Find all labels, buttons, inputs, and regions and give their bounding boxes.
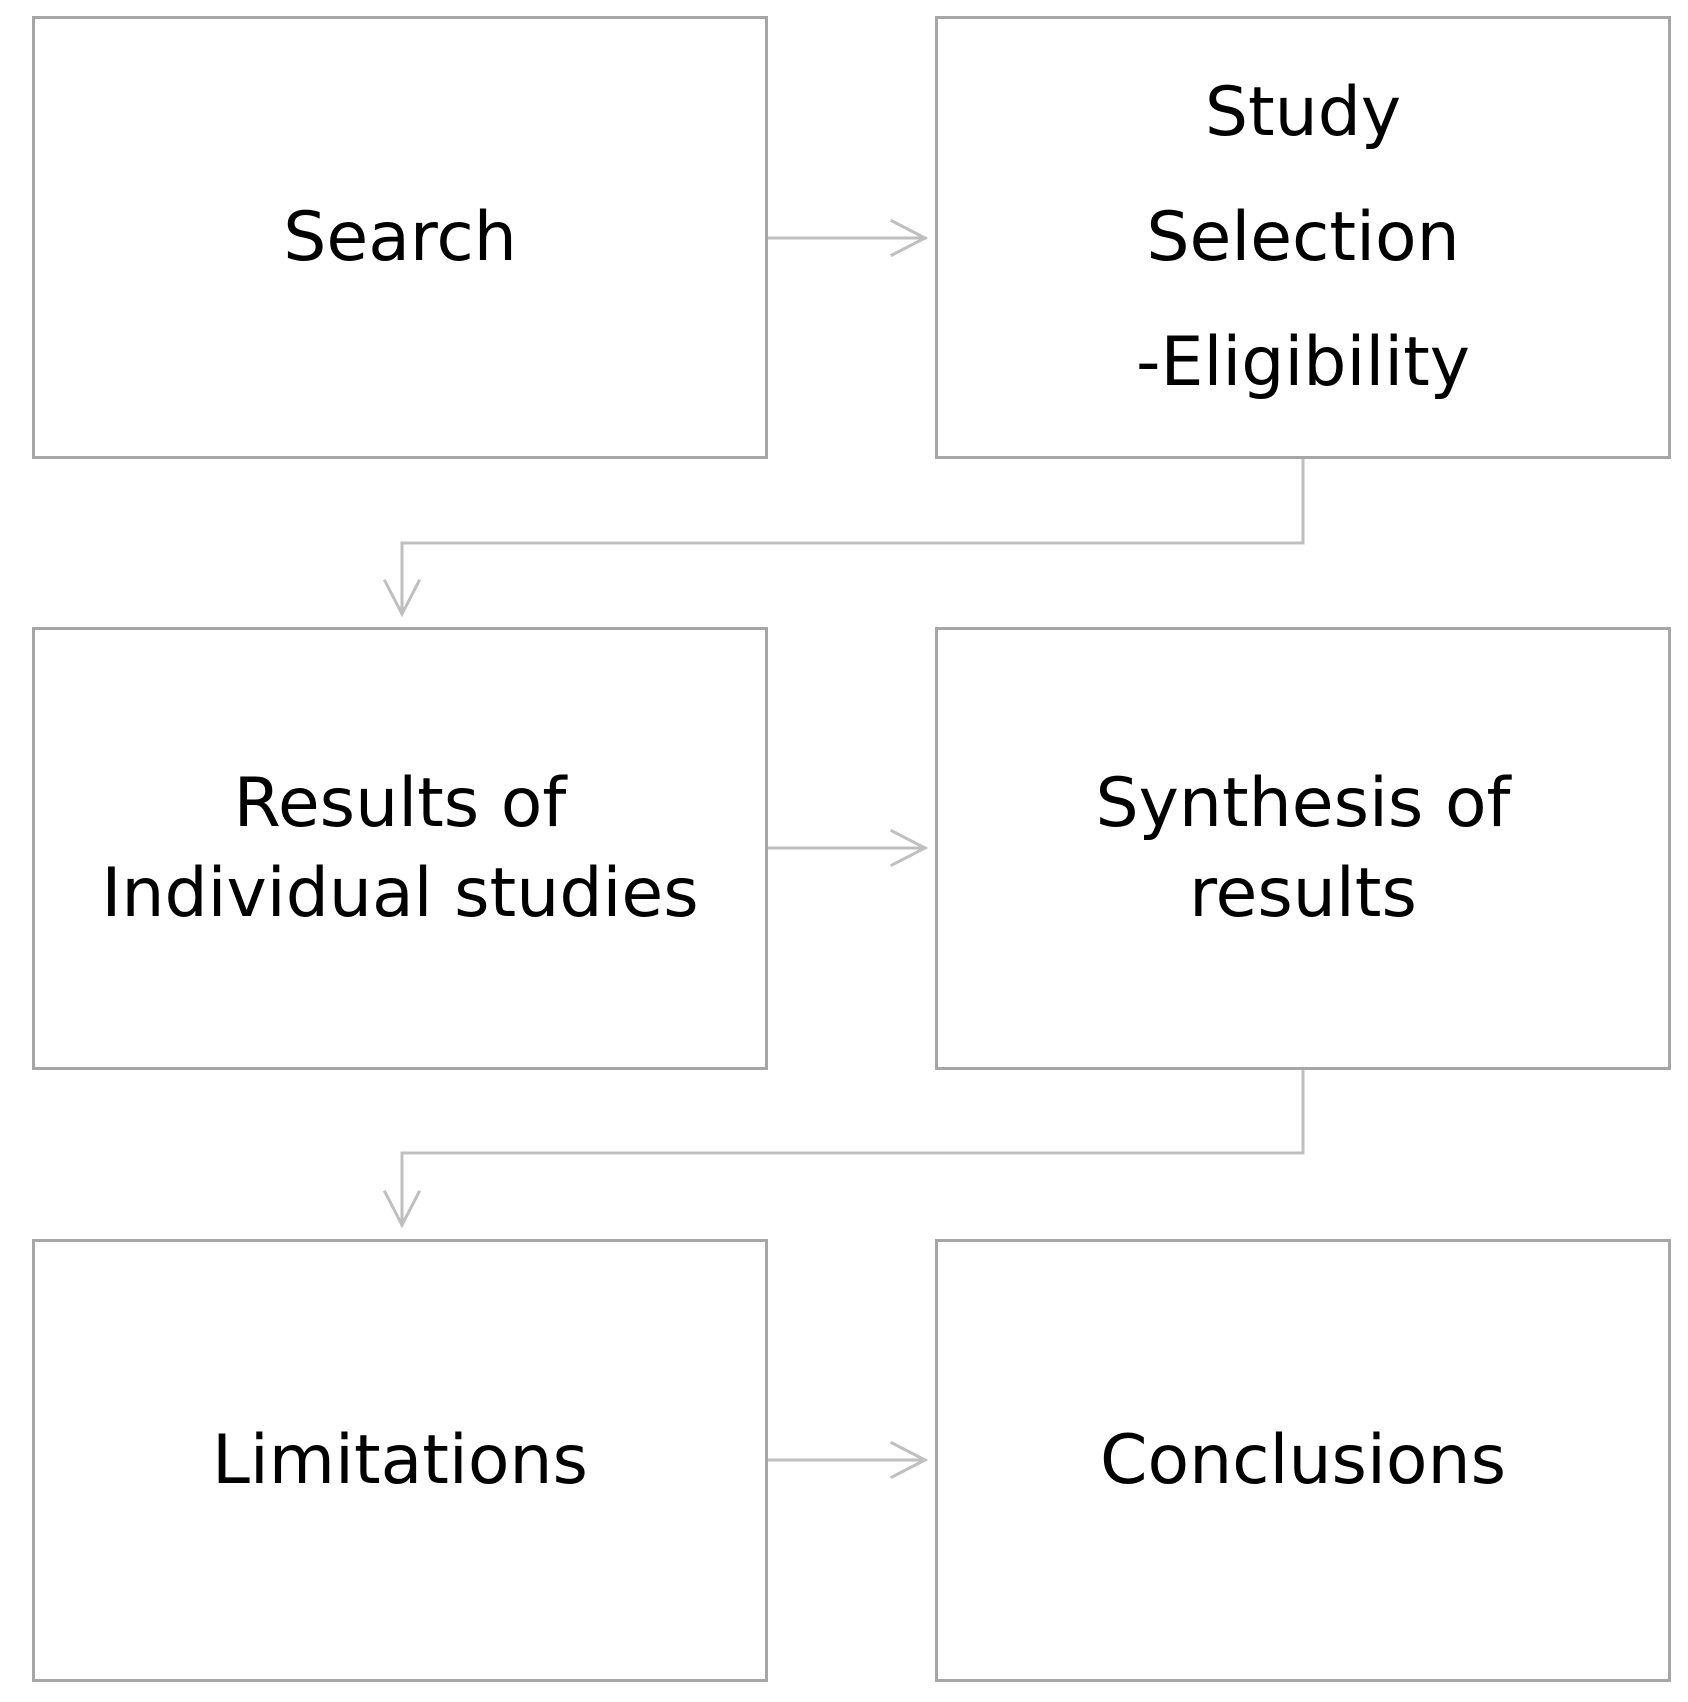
synthesis-of-results-box: Synthesis of results [935,627,1671,1070]
arrow-study-to-results [382,457,1305,618]
synthesis-line-2: results [1189,853,1417,933]
search-box: Search [32,16,768,459]
results-individual-studies-box: Results of Individual studies [32,627,768,1070]
conclusions-box: Conclusions [935,1239,1671,1682]
study-selection-line-3: -Eligibility [1135,323,1471,402]
conclusions-label: Conclusions [1099,1420,1506,1500]
results-individual-studies-label: Results of Individual studies [101,759,698,939]
study-selection-box: Study Selection -Eligibility [935,16,1671,459]
limitations-label: Limitations [212,1420,588,1500]
synthesis-of-results-label: Synthesis of results [1095,759,1510,939]
synthesis-line-1: Synthesis of [1095,763,1511,843]
arrow-search-to-study [766,218,929,258]
study-selection-label: Study Selection -Eligibility [1136,50,1470,425]
arrow-limitations-to-conclusions [766,1440,929,1480]
arrow-results-to-synthesis [766,828,929,868]
limitations-box: Limitations [32,1239,768,1682]
study-selection-line-1: Study [1204,73,1402,152]
results-line-2: Individual studies [101,853,699,933]
arrow-synthesis-to-limitations [382,1068,1305,1229]
results-line-1: Results of [233,763,567,843]
study-selection-line-2: Selection [1146,198,1460,277]
search-label: Search [283,197,517,277]
